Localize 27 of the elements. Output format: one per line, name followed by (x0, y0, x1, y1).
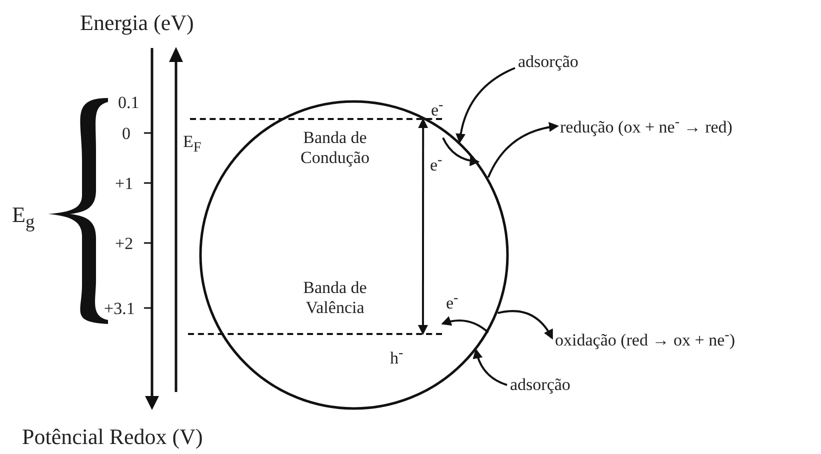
electron-label: e$^{-}$ (446, 289, 458, 314)
arrow (498, 310, 553, 340)
tick-label: +3.1 (104, 299, 135, 319)
tick-label: 0.1 (118, 93, 140, 113)
electron-label: e$^{-}$ (430, 151, 442, 176)
arrow (418, 118, 428, 335)
axis-title: Energia (eV) (80, 10, 194, 36)
hole-label: h$^{-}$ (390, 344, 404, 369)
process-label: adsorção (510, 375, 570, 395)
band-label: Banda de Valência (302, 278, 368, 318)
valence-band-level (188, 278, 442, 335)
reaction-label: redução (ox + ne$^{-}$ → red) (560, 112, 732, 138)
band-gap-label: E$_{g}$ (12, 202, 35, 234)
process-label: adsorção (518, 52, 578, 72)
arrow (456, 67, 516, 144)
fermi-level-label: E$_{F}$ (183, 132, 202, 158)
arrow (441, 316, 489, 334)
tick-label: 0 (122, 124, 130, 144)
reaction-label: oxidação (red → ox + ne$^{-}$) (555, 325, 736, 351)
electron-label: e$^{-}$ (431, 96, 444, 121)
arrow (473, 348, 508, 386)
band-label: Banda de Condução (300, 128, 370, 168)
arrow (487, 122, 559, 178)
tick-label: +1 (115, 174, 134, 194)
tick-label: +2 (115, 234, 134, 254)
arrow (442, 137, 480, 166)
axis-title: Potêncial Redox (V) (22, 424, 203, 450)
